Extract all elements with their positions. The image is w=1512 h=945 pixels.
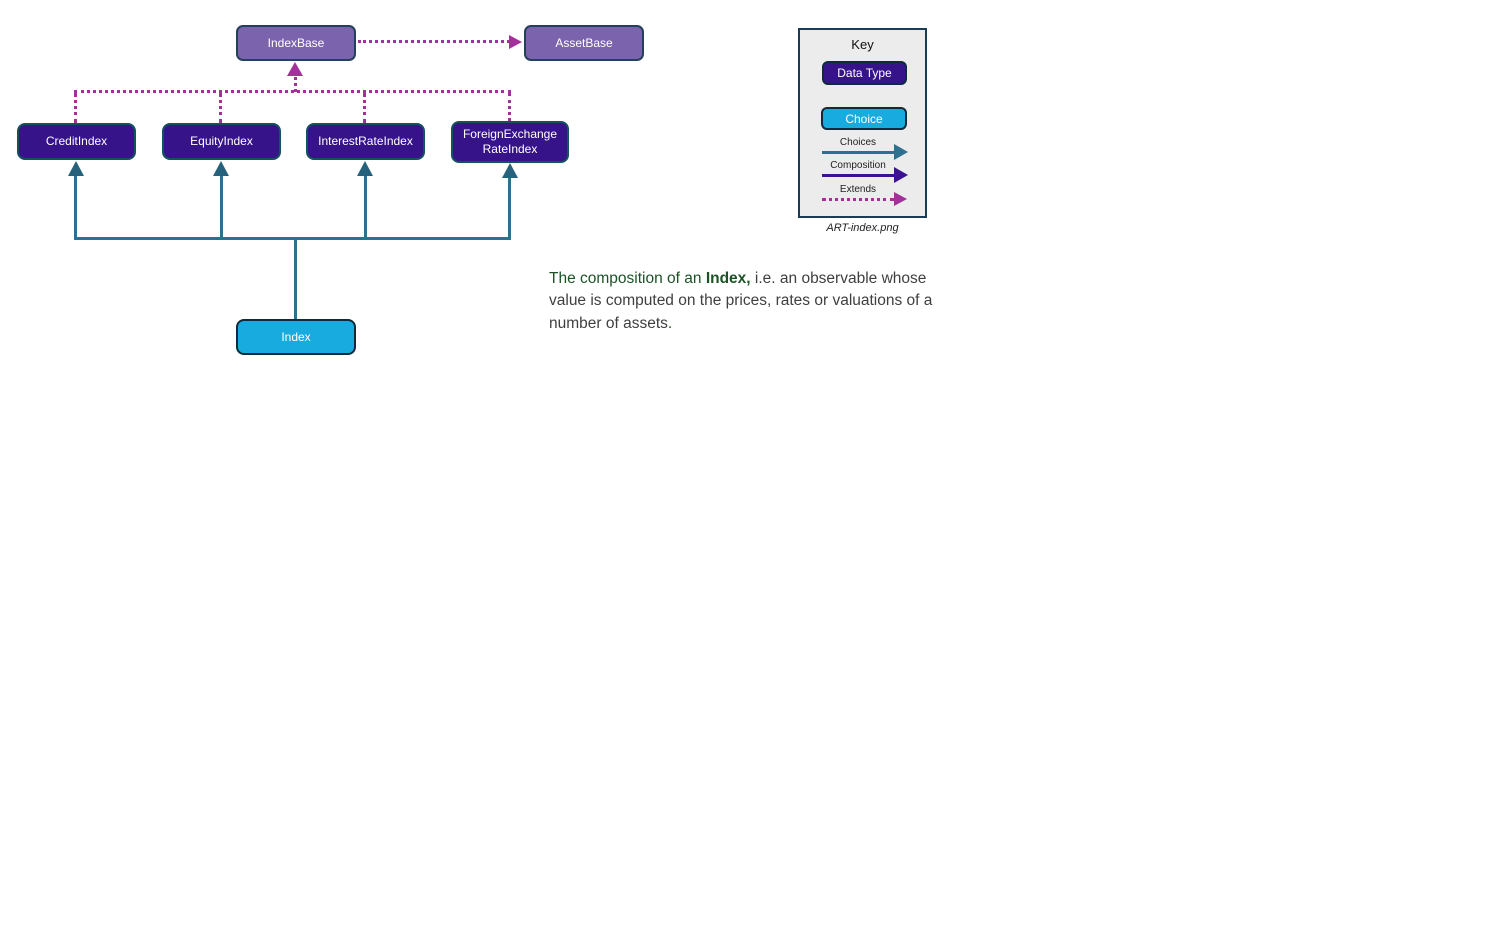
node-assetbase: AssetBase (524, 25, 644, 61)
choices-arrowhead-equityindex-icon (213, 161, 229, 176)
node-indexbase-label: IndexBase (267, 35, 325, 50)
node-index: Index (236, 319, 356, 355)
node-assetbase-label: AssetBase (555, 35, 613, 50)
legend-data-type-swatch: Data Type (822, 61, 907, 85)
node-equityindex: EquityIndex (162, 123, 281, 160)
legend-data-type-label: Data Type (837, 66, 892, 80)
node-interestrateindex-label: InterestRateIndex (318, 134, 413, 148)
node-equityindex-label: EquityIndex (190, 134, 253, 148)
legend-choice-label: Choice (845, 111, 883, 126)
node-foreignexchangerateindex: ForeignExchange RateIndex (451, 121, 569, 163)
legend-caption: ART-index.png (826, 222, 899, 234)
description-term-index: Index, (705, 269, 751, 287)
choices-arrowhead-interestrateindex-icon (357, 161, 373, 176)
choices-riser-creditindex (74, 176, 77, 239)
choices-arrowhead-creditindex-icon (68, 161, 84, 176)
node-foreignexchangerateindex-label: ForeignExchange RateIndex (462, 127, 558, 156)
legend-extends-label: Extends (839, 184, 877, 195)
legend-composition-label: Composition (830, 160, 886, 171)
node-creditindex: CreditIndex (17, 123, 136, 160)
extends-drop-equityindex (219, 93, 222, 123)
extends-bus-line (74, 90, 511, 93)
legend-extends-arrowhead-icon (894, 192, 907, 206)
legend-title: Key (851, 37, 874, 52)
legend-choices-arrowhead-icon (894, 144, 908, 160)
choices-riser-interestrateindex (364, 176, 367, 239)
description-period: . (667, 314, 673, 332)
description-paragraph: The composition of an Index, i.e. an obs… (549, 268, 933, 336)
choices-riser-fxrateindex (508, 178, 511, 239)
description-lead: The composition of an (549, 269, 706, 287)
extends-drop-creditindex (74, 93, 77, 123)
extends-edge-indexbase-assetbase (358, 40, 510, 43)
node-creditindex-label: CreditIndex (45, 134, 108, 148)
choices-stem-index (294, 240, 297, 319)
node-indexbase: IndexBase (236, 25, 356, 61)
node-interestrateindex: InterestRateIndex (306, 123, 425, 160)
legend-panel: Key Data Type Choice Choices Composition… (798, 28, 927, 218)
extends-arrowhead-right-icon (509, 35, 522, 49)
legend-extends-arrow-line (822, 198, 894, 201)
extends-arrowhead-up-icon (287, 62, 303, 76)
legend-composition-arrowhead-icon (894, 167, 908, 183)
choices-riser-equityindex (220, 176, 223, 239)
choices-arrowhead-fxrateindex-icon (502, 163, 518, 178)
extends-stem-indexbase (294, 77, 297, 92)
legend-choices-arrow-line (822, 151, 894, 154)
extends-drop-fxrateindex (508, 93, 511, 121)
legend-choice-swatch: Choice (821, 107, 907, 130)
extends-drop-interestrateindex (363, 93, 366, 123)
legend-choices-label: Choices (839, 137, 877, 148)
choices-bus-line (74, 237, 511, 240)
node-index-label: Index (281, 329, 311, 344)
legend-composition-arrow-line (822, 174, 894, 177)
description-body: i.e. an observable whose value is comput… (549, 269, 933, 332)
